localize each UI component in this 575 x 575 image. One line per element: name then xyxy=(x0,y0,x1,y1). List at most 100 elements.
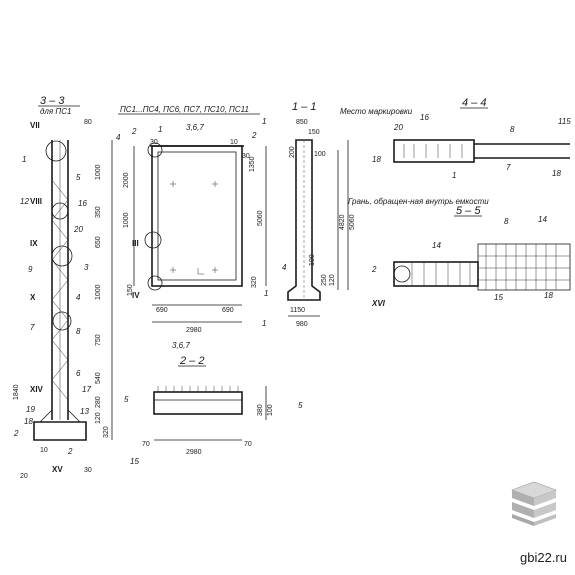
section-4-4-title: 4 – 4 xyxy=(462,97,486,109)
callout: 2 xyxy=(13,429,19,438)
roman-mark: IV xyxy=(132,291,140,300)
mark: 1 xyxy=(264,289,268,298)
callout: 3 xyxy=(84,263,89,272)
section-3-3: 3 – 3 для ПС1 1000 350 650 1000 750 540 … xyxy=(13,95,139,480)
dim: 1000 xyxy=(123,212,130,228)
dim: 30 xyxy=(242,153,250,160)
dim: 5060 xyxy=(349,214,356,230)
callout: 6 xyxy=(76,369,81,378)
dim: 100 xyxy=(314,151,326,158)
dim: 380 xyxy=(257,404,264,416)
mark: 4 xyxy=(116,133,121,142)
dim: 690 xyxy=(156,307,168,314)
mark: 5 xyxy=(298,401,303,410)
detail-circle-ii xyxy=(147,142,163,158)
dim: 150 xyxy=(308,129,320,136)
callout: 15 xyxy=(130,457,139,466)
panel-outline xyxy=(151,145,243,287)
callout: 20 xyxy=(393,123,403,132)
detail-circle-iii xyxy=(144,231,162,249)
callout: 20 xyxy=(73,225,83,234)
callout: 5 xyxy=(76,173,81,182)
roman-mark: IX xyxy=(30,239,38,248)
roman-mark: III xyxy=(132,239,139,248)
dim: 30 xyxy=(150,139,158,146)
elevation-title: ПС1...ПС4, ПС6, ПС7, ПС10, ПС11 xyxy=(120,105,249,114)
section-1-1-title: 1 – 1 xyxy=(292,101,316,113)
roman-mark: XVI xyxy=(371,299,386,308)
callout: 2 xyxy=(371,265,377,274)
dim: 980 xyxy=(296,321,308,328)
dim: 280 xyxy=(95,396,102,408)
dim: 100 xyxy=(267,404,274,416)
section-1-1: 1 – 1 Место маркировки Грань, обращен-на… xyxy=(287,101,489,328)
roman-mark: X xyxy=(30,293,36,302)
dim: 1150 xyxy=(290,307,305,314)
callout: 1 xyxy=(22,155,26,164)
callout: 19 xyxy=(26,405,35,414)
callout: 9 xyxy=(28,265,33,274)
dim: 2000 xyxy=(123,172,130,188)
dim: 2980 xyxy=(186,327,202,334)
callout: 7 xyxy=(30,323,35,332)
mark: 3,6,7 xyxy=(186,123,204,132)
mark: 2 xyxy=(251,131,257,140)
site-domain: gbi22.ru xyxy=(520,550,567,565)
dim: 2980 xyxy=(186,449,202,456)
section-3-3-subtitle: для ПС1 xyxy=(40,107,71,116)
detail-circle-viii xyxy=(51,202,69,220)
dim: 1000 xyxy=(95,284,102,300)
dim: 20 xyxy=(20,473,28,480)
dim: 250 xyxy=(321,274,328,286)
dim: 10 xyxy=(230,139,238,146)
dim: 650 xyxy=(95,236,102,248)
dim: 120 xyxy=(95,412,102,424)
dim: 200 xyxy=(289,146,296,158)
callout: 15 xyxy=(494,293,503,302)
dim: 120 xyxy=(329,274,336,286)
callout: 115 xyxy=(558,117,571,126)
callout: 7 xyxy=(506,163,511,172)
column-foot xyxy=(33,421,87,441)
dim: 30 xyxy=(84,467,92,474)
detail-circle-xvi xyxy=(393,265,411,283)
dim: 70 xyxy=(244,441,252,448)
section-5-5: 5 – 5 8 14 14 2 15 18 XVI xyxy=(371,205,571,308)
dim: 4820 xyxy=(339,214,346,230)
mark: 3,6,7 xyxy=(172,341,190,350)
inner-face-note: Грань, обращен-ная внутрь емкости xyxy=(348,197,489,206)
callout: 18 xyxy=(552,169,561,178)
section-2-2-title: 2 – 2 xyxy=(179,355,204,367)
section-2-2: 2 – 2 2980 70 70 380 100 5 5 xyxy=(124,355,303,456)
elevation-view: ПС1...ПС4, ПС6, ПС7, ПС10, ПС11 2000 100… xyxy=(116,105,287,350)
dim: 1000 xyxy=(95,164,102,180)
marking-note: Место маркировки xyxy=(340,107,413,116)
callout: 12 xyxy=(20,197,29,206)
dim: 540 xyxy=(95,372,102,384)
dim: 320 xyxy=(103,426,110,438)
dim: 320 xyxy=(251,276,258,288)
roman-mark: VIII xyxy=(30,197,42,206)
callout: 18 xyxy=(372,155,381,164)
section-5-5-title: 5 – 5 xyxy=(456,205,481,217)
dim: 750 xyxy=(95,334,102,346)
callout: 14 xyxy=(538,215,547,224)
dim: 1350 xyxy=(249,156,256,172)
dim: 5060 xyxy=(257,210,264,226)
callout: 16 xyxy=(78,199,87,208)
detail-circle-vii xyxy=(45,140,67,162)
callout: 2 xyxy=(67,447,73,456)
detail-circle-iv xyxy=(147,275,163,291)
site-logo xyxy=(508,476,560,528)
callout: 14 xyxy=(432,241,441,250)
mark: 1 xyxy=(262,319,266,328)
section-4-4: 4 – 4 20 16 8 1 18 7 18 115 xyxy=(372,97,571,180)
wall-profile xyxy=(287,139,321,301)
callout: 8 xyxy=(510,125,515,134)
dim: 1840 xyxy=(13,384,20,400)
callout: 17 xyxy=(82,385,91,394)
roman-mark: VII xyxy=(30,121,40,130)
callout: 16 xyxy=(420,113,429,122)
dim: 850 xyxy=(296,119,308,126)
